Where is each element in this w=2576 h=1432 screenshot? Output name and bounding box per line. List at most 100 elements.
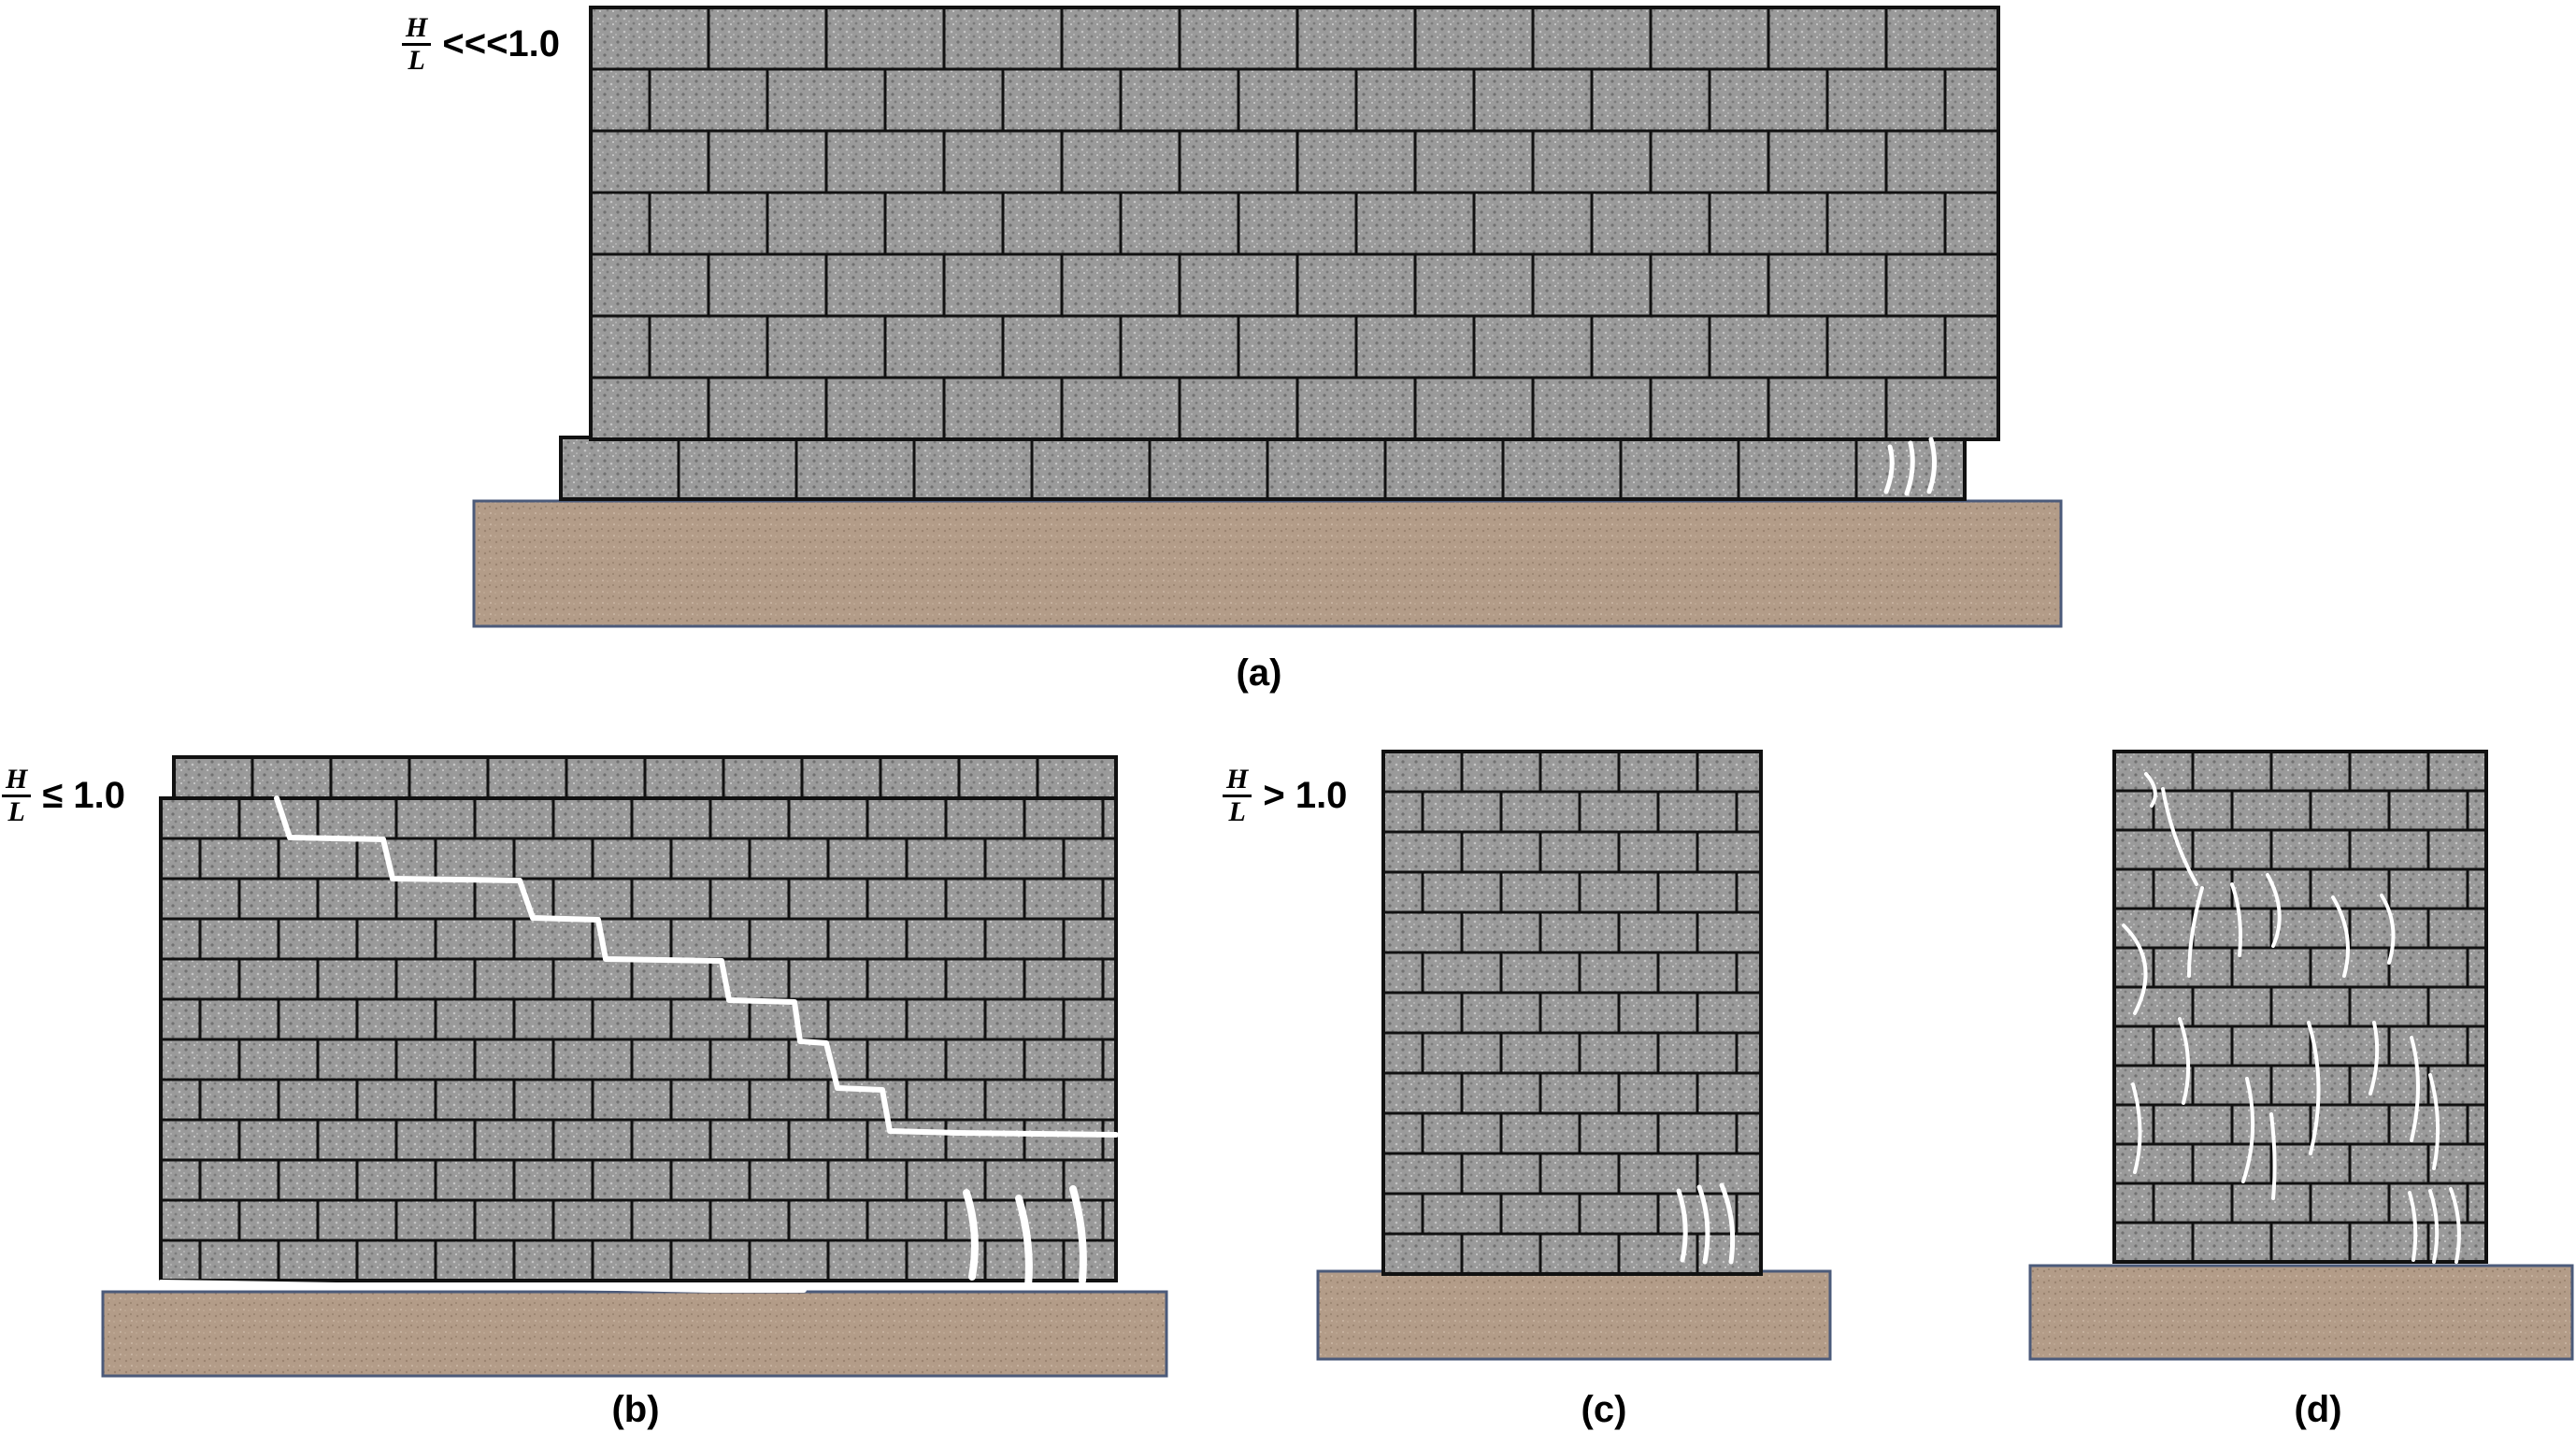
crack-d-8 xyxy=(2380,894,2396,965)
wall-b-row-5-brick-1 xyxy=(198,997,280,1041)
wall-b-row-7-brick-5 xyxy=(512,1078,594,1122)
wall-d-row-7-brick-4 xyxy=(2387,1024,2469,1067)
wall-a-row-4-brick-9 xyxy=(1649,252,1770,318)
wall-b-row-2-brick-7 xyxy=(708,877,791,921)
crack-d-13 xyxy=(2307,1021,2321,1155)
wall-c-row-9-brick-4 xyxy=(1656,1111,1739,1155)
wall-c-row-9-brick-5 xyxy=(1735,1111,1763,1155)
wall-d-row-8-brick-1 xyxy=(2191,1064,2273,1107)
wall-b-row-5-brick-11 xyxy=(983,997,1066,1041)
ratio-fraction-a: H L xyxy=(402,13,432,76)
wall-d-row-6-brick-2 xyxy=(2269,985,2352,1028)
wall-b-row-0-brick-7 xyxy=(708,796,791,840)
crack-d-7 xyxy=(2331,895,2350,978)
wall-b-row-5-brick-4 xyxy=(434,997,516,1041)
wall-a-row-3-brick-6 xyxy=(1237,191,1358,256)
wall-b-row-3-brick-10 xyxy=(905,917,987,961)
wall-b-row-10-brick-4 xyxy=(473,1198,555,1242)
wall-b-row-7-brick-10 xyxy=(905,1078,987,1122)
ratio-numerator-c: H xyxy=(1223,765,1252,797)
wall-c-row-1-brick-5 xyxy=(1735,790,1763,834)
wall-b-row-1-brick-12 xyxy=(1062,837,1118,881)
wall-d-row-2-brick-4 xyxy=(2426,828,2488,871)
wall-d-row-0-brick-1 xyxy=(2191,750,2273,793)
wall-b-row-7-brick-12 xyxy=(1062,1078,1118,1122)
crack-d-15 xyxy=(2410,1036,2420,1142)
wall-b-row-2-brick-9 xyxy=(866,877,948,921)
wall-c-row-6-brick-0 xyxy=(1381,991,1464,1035)
wall-b-row-6-brick-5 xyxy=(551,1038,634,1081)
wall-a-row-3-brick-3 xyxy=(883,191,1005,256)
wall-a-row-0-brick-5 xyxy=(1178,6,1299,71)
wall-a-base xyxy=(559,436,1967,501)
wall-b-row-3-brick-12 xyxy=(1062,917,1118,961)
wall-b-row-4-brick-1 xyxy=(237,957,320,1001)
wall-b-row-9-brick-3 xyxy=(355,1158,437,1202)
wall-b-row-0-brick-6 xyxy=(630,796,712,840)
wall-b-row-2-brick-3 xyxy=(394,877,477,921)
wall-b-row-11-brick-6 xyxy=(591,1239,673,1282)
wall-a-row-4-brick-10 xyxy=(1767,252,1888,318)
wall-a-row-1-brick-6 xyxy=(1237,67,1358,133)
crack-d-18 xyxy=(2428,1189,2440,1264)
wall-b-row-10-brick-8 xyxy=(787,1198,869,1242)
wall-b-row-3-brick-7 xyxy=(669,917,751,961)
wall-a-row-3-brick-4 xyxy=(1001,191,1123,256)
wall-c-row-9-brick-2 xyxy=(1499,1111,1581,1155)
ratio-relation-b: ≤ 1.0 xyxy=(42,775,126,816)
wall-d-row-0-brick-3 xyxy=(2348,750,2430,793)
wall-d-row-12-brick-2 xyxy=(2269,1221,2352,1264)
wall-a-row-1-brick-8 xyxy=(1472,67,1594,133)
wall-b-row-6-brick-3 xyxy=(394,1038,477,1081)
wall-b-outline xyxy=(159,796,1118,1282)
wall-b-row-5-brick-0 xyxy=(159,997,202,1041)
wall-a-base-row-0-brick-1 xyxy=(677,436,798,501)
wall-b-row-8-brick-0 xyxy=(159,1118,241,1162)
wall-b-row-3-brick-3 xyxy=(355,917,437,961)
wall-b-row-1-brick-5 xyxy=(512,837,594,881)
wall-b-row-7-brick-7 xyxy=(669,1078,751,1122)
wall-a-row-5-brick-6 xyxy=(1237,314,1358,379)
crack-d-12 xyxy=(2269,1112,2277,1200)
wall-d-row-11-brick-1 xyxy=(2152,1181,2234,1224)
crack-d-5 xyxy=(2230,882,2242,957)
wall-d-row-11-brick-2 xyxy=(2230,1181,2312,1224)
wall-b-row-1-brick-6 xyxy=(591,837,673,881)
wall-d-row-2-brick-0 xyxy=(2112,828,2195,871)
wall-b-row-8-brick-12 xyxy=(1101,1118,1118,1162)
wall-b-row-2-brick-8 xyxy=(787,877,869,921)
wall-c-row-9-brick-1 xyxy=(1421,1111,1503,1155)
wall-b-row-8-brick-3 xyxy=(394,1118,477,1162)
wall-a-row-2-brick-6 xyxy=(1295,129,1417,194)
wall-b-row-6-brick-2 xyxy=(316,1038,398,1081)
wall-c-row-8-brick-4 xyxy=(1696,1071,1763,1115)
wall-a-row-2-brick-2 xyxy=(824,129,946,194)
wall-b-row-5-brick-7 xyxy=(669,997,751,1041)
crack-d-6 xyxy=(2266,873,2282,948)
wall-b-row-8-brick-7 xyxy=(708,1118,791,1162)
wall-b-row-11-brick-0 xyxy=(159,1239,202,1282)
wall-c-row-8-brick-2 xyxy=(1538,1071,1621,1115)
wall-b-top-row-0-brick-3 xyxy=(408,755,490,800)
wall-b-row-7-brick-11 xyxy=(983,1078,1066,1122)
wall-c-row-12-brick-1 xyxy=(1460,1232,1542,1276)
wall-a-outline xyxy=(589,6,2000,441)
wall-b-row-5-brick-9 xyxy=(826,997,909,1041)
wall-b-row-2-brick-11 xyxy=(1023,877,1105,921)
wall-d-row-12-brick-0 xyxy=(2112,1221,2195,1264)
wall-b-top-row-0-brick-0 xyxy=(172,755,254,800)
ratio-denominator-a: L xyxy=(408,45,425,76)
wall-a-row-4-brick-7 xyxy=(1413,252,1535,318)
wall-b-row-6-brick-4 xyxy=(473,1038,555,1081)
wall-b-row-7-brick-4 xyxy=(434,1078,516,1122)
wall-b-row-11-brick-8 xyxy=(748,1239,830,1282)
wall-a-row-6-brick-10 xyxy=(1767,376,1888,441)
wall-b-row-1-brick-0 xyxy=(159,837,202,881)
crack-b-toe-3 xyxy=(1069,1185,1087,1284)
wall-c-row-4-brick-4 xyxy=(1696,910,1763,954)
wall-b-row-7-brick-0 xyxy=(159,1078,202,1122)
wall-c-row-9-brick-0 xyxy=(1381,1111,1424,1155)
wall-c-row-4-brick-1 xyxy=(1460,910,1542,954)
wall-c-row-0-brick-3 xyxy=(1617,750,1699,794)
ratio-label-c: H L > 1.0 xyxy=(1223,765,1347,827)
